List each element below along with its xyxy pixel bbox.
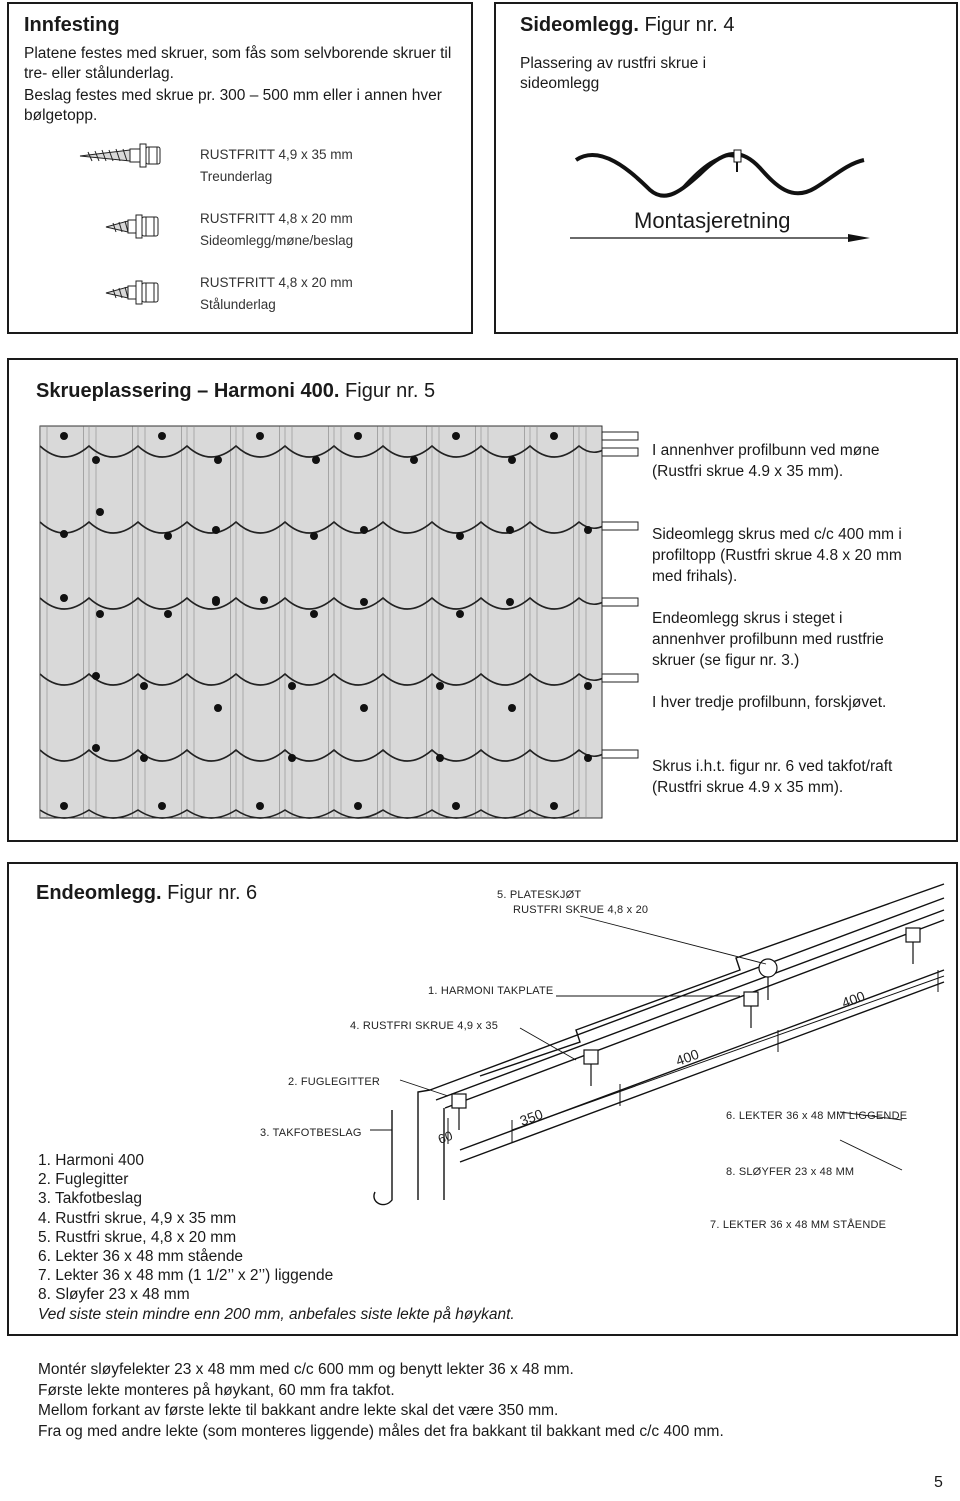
sideomlegg-diagram <box>570 149 870 242</box>
sideomlegg-title: Sideomlegg. Figur nr. 4 <box>520 14 735 36</box>
legend-item: 3. Takfotbeslag <box>38 1190 142 1208</box>
legend-item: 4. Rustfri skrue, 4,9 x 35 mm <box>38 1209 237 1227</box>
screw-2-label: RUSTFRITT 4,8 x 20 mm Sideomlegg/møne/be… <box>200 211 354 248</box>
legend-item: 6. Lekter 36 x 48 mm stående <box>38 1248 244 1266</box>
callout-1: 1. HARMONI TAKPLATE <box>428 985 554 997</box>
screw-3-label: RUSTFRITT 4,8 x 20 mm Stålunderlag <box>200 275 353 312</box>
page-number: 5 <box>934 1474 943 1491</box>
legend-note: Ved siste stein mindre enn 200 mm, anbef… <box>38 1305 515 1323</box>
callout-7: 7. LEKTER 36 x 48 MM STÅENDE <box>710 1219 887 1231</box>
endeomlegg-panel <box>7 862 958 1336</box>
innfesting-panel <box>7 2 473 334</box>
callout-5: 5. PLATESKJØT RUSTFRI SKRUE 4,8 x 20 <box>497 889 649 916</box>
roof-tile-diagram <box>39 425 639 819</box>
legend-item: 7. Lekter 36 x 48 mm (1 1/2’’ x 2’’) lig… <box>38 1267 334 1285</box>
legend-item: 2. Fuglegitter <box>38 1171 129 1189</box>
screw-label-ridge: I annenhver profilbunn ved møne (Rustfri… <box>652 442 880 480</box>
short-screw-icon <box>105 214 159 239</box>
innfesting-text-2: Beslag festes med skrue pr. 300 – 500 mm… <box>24 87 442 124</box>
callout-3: 3. TAKFOTBESLAG <box>260 1127 362 1139</box>
skrueplassering-panel <box>7 358 958 842</box>
mounting-instructions: Montér sløyfelekter 23 x 48 mm med c/c 6… <box>38 1361 724 1440</box>
screw-label-end-overlap: Endeomlegg skrus i steget i annenhver pr… <box>652 610 884 669</box>
dim-400-b: 400 <box>840 988 868 1011</box>
callout-2: 2. FUGLEGITTER <box>288 1076 381 1088</box>
innfesting-text-1: Platene festes med skruer, som fås som s… <box>24 45 452 82</box>
legend-item: 8. Sløyfer 23 x 48 mm <box>38 1286 190 1304</box>
screw-label-eaves: Skrus i.h.t. figur nr. 6 ved takfot/raft… <box>652 758 893 796</box>
direction-label: Montasjeretning <box>634 208 791 233</box>
eaves-section-diagram: 60 350 400 400 <box>370 883 945 1206</box>
callout-8: 8. SLØYFER 23 x 48 MM <box>726 1166 855 1178</box>
dim-60: 60 <box>436 1128 455 1147</box>
short-screw-icon <box>105 280 159 305</box>
legend-item: 1. Harmoni 400 <box>38 1152 144 1169</box>
sideomlegg-subtitle: Plassering av rustfri skrue i sideomlegg <box>520 55 707 92</box>
endeomlegg-title: Endeomlegg. Figur nr. 6 <box>36 882 258 904</box>
dim-400-a: 400 <box>674 1046 702 1069</box>
parts-legend: 1. Harmoni 400 2. Fuglegitter 3. Takfotb… <box>38 1151 515 1324</box>
long-screw-icon <box>79 143 161 168</box>
skrueplassering-title: Skrueplassering – Harmoni 400. Figur nr.… <box>36 380 436 402</box>
sideomlegg-panel <box>494 2 958 334</box>
callout-6: 6. LEKTER 36 x 48 MM LIGGENDE <box>726 1110 908 1122</box>
legend-item: 5. Rustfri skrue, 4,8 x 20 mm <box>38 1228 237 1246</box>
innfesting-title: Innfesting <box>24 14 120 36</box>
dim-350: 350 <box>518 1106 546 1129</box>
screw-label-side-overlap: Sideomlegg skrus med c/c 400 mm i profil… <box>652 526 902 585</box>
screw-label-every-third: I hver tredje profilbunn, forskjøvet. <box>652 694 887 711</box>
callout-4: 4. RUSTFRI SKRUE 4,9 x 35 <box>350 1020 499 1032</box>
screw-1-label: RUSTFRITT 4,9 x 35 mm Treunderlag <box>200 147 353 184</box>
